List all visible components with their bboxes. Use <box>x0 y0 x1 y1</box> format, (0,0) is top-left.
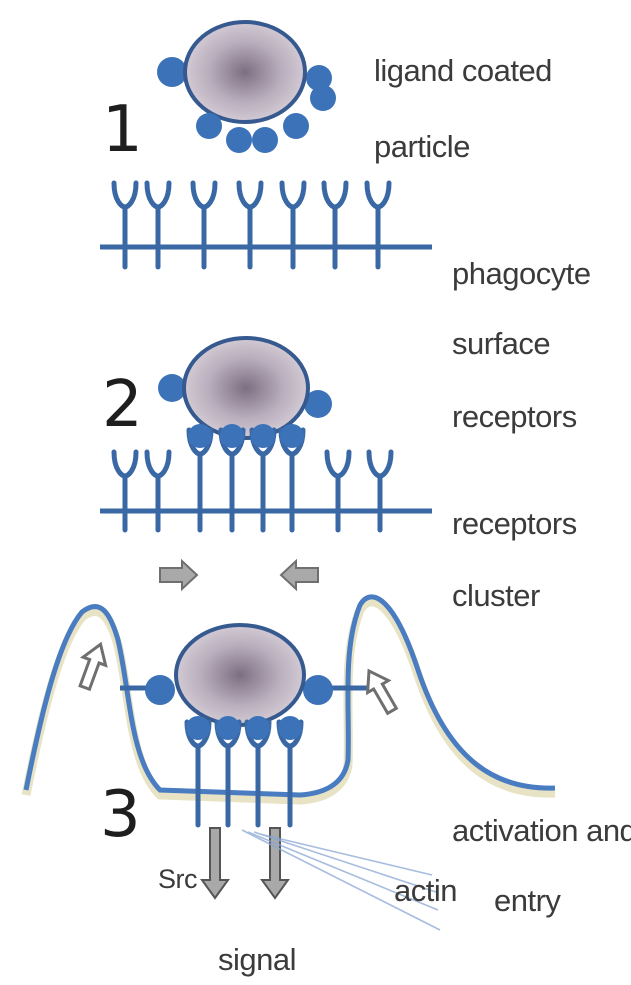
receptor-arm <box>114 183 125 207</box>
ligand-dot <box>283 113 309 139</box>
bound-receptors-3 <box>186 716 302 825</box>
receptor-arm <box>250 183 261 207</box>
ligand-dot <box>226 127 252 153</box>
label-entry: entry <box>494 882 560 920</box>
receptor <box>114 452 136 530</box>
receptor <box>327 452 349 530</box>
ligand-coated-particle-3 <box>120 625 372 725</box>
receptor <box>147 452 169 530</box>
receptor-arm <box>338 452 349 476</box>
receptor-arm <box>158 183 169 207</box>
step-number-1: 1 <box>102 98 143 162</box>
label-actin: actin <box>394 872 457 910</box>
receptor-arm <box>335 183 346 207</box>
receptor-arm <box>239 183 250 207</box>
bound-receptor <box>280 424 304 530</box>
push-arrow-left <box>74 640 112 691</box>
ligand-dot <box>303 675 333 705</box>
label-src: Src <box>158 860 197 898</box>
ligand-dot <box>157 57 187 87</box>
receptor-row-1 <box>114 183 389 267</box>
ligand-dot <box>310 85 336 111</box>
cluster-arrow-left <box>281 561 318 589</box>
label-surface: surface <box>452 325 550 363</box>
receptor-arm <box>147 452 158 476</box>
receptor-arm <box>324 183 335 207</box>
particle <box>176 625 304 725</box>
receptor <box>114 183 136 267</box>
receptor <box>369 452 391 530</box>
receptor <box>324 183 346 267</box>
receptor-arm <box>327 452 338 476</box>
receptor-arm <box>158 452 169 476</box>
receptor-arm <box>125 183 136 207</box>
receptor-row-2 <box>114 452 391 530</box>
ligand-dot <box>196 113 222 139</box>
receptor-arm <box>369 452 380 476</box>
receptor-arm <box>147 183 158 207</box>
ligand-dot <box>216 716 240 740</box>
label-activation-and: activation and <box>452 812 631 850</box>
ligand-dot <box>145 675 175 705</box>
receptor-arm <box>380 452 391 476</box>
receptor-arm <box>193 183 204 207</box>
label-phagocyte: phagocyte <box>452 255 591 293</box>
stage-2 <box>100 338 432 589</box>
bound-receptor <box>188 424 212 530</box>
signal-arrow-src <box>202 828 228 898</box>
receptor <box>193 183 215 267</box>
step-number-3: 3 <box>100 783 141 847</box>
receptor <box>367 183 389 267</box>
ligand-dot <box>186 716 210 740</box>
receptor-arm <box>282 183 293 207</box>
receptor-arm <box>114 452 125 476</box>
receptor-arm <box>378 183 389 207</box>
ligand-dot <box>252 127 278 153</box>
cluster-arrow-right <box>160 561 197 589</box>
ligand-dot <box>278 716 302 740</box>
label-signal: signal <box>218 941 296 979</box>
step-number-2: 2 <box>102 373 143 437</box>
ligand-dot <box>280 424 304 448</box>
label-receptors: receptors <box>452 398 577 436</box>
bound-receptor <box>216 716 240 825</box>
label-ligand-coated: ligand coated <box>374 52 552 90</box>
actin-filament <box>260 834 432 875</box>
bound-receptor <box>220 424 244 530</box>
ligand-dot <box>188 424 212 448</box>
receptor <box>282 183 304 267</box>
label-cluster: cluster <box>452 577 540 615</box>
bound-receptor <box>251 424 275 530</box>
ligand-coated-particle-1 <box>157 22 336 153</box>
push-arrow-right <box>359 665 403 717</box>
label-particle: particle <box>374 128 470 166</box>
label-receptors-cluster-1: receptors <box>452 505 577 543</box>
bound-receptor <box>186 716 210 825</box>
bound-receptor <box>278 716 302 825</box>
receptor-arm <box>293 183 304 207</box>
receptor <box>147 183 169 267</box>
ligand-coated-particle-2 <box>158 338 332 438</box>
receptor-arm <box>367 183 378 207</box>
receptor <box>239 183 261 267</box>
bound-receptor <box>246 716 270 825</box>
ligand-dot <box>246 716 270 740</box>
ligand-dot <box>220 424 244 448</box>
particle <box>185 22 305 122</box>
ligand-dot <box>251 424 275 448</box>
particle <box>184 338 308 438</box>
cluster-arrows <box>160 561 318 589</box>
ligand-dot <box>158 374 186 402</box>
stage-3 <box>26 597 555 930</box>
receptor-arm <box>125 452 136 476</box>
receptor-arm <box>204 183 215 207</box>
